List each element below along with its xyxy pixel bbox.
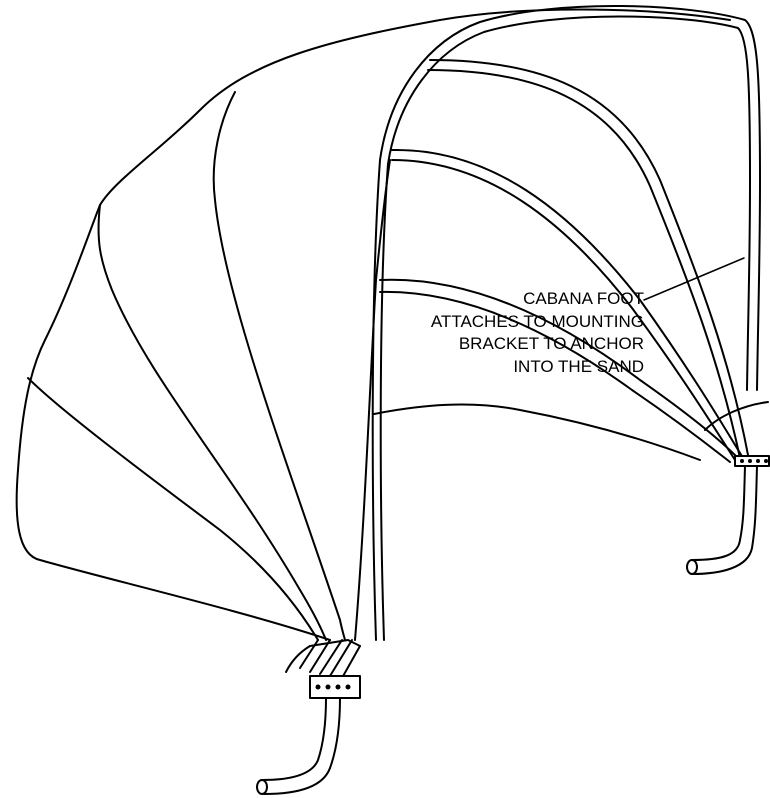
front-arch-inner: [379, 15, 751, 641]
back-bracket-fabric-arc: [704, 401, 769, 431]
inner-arch-2-inner: [391, 159, 736, 461]
inner-arch-2-outer: [391, 148, 744, 459]
left-cabana-foot: [261, 697, 341, 795]
inner-arch-3-outer: [379, 278, 739, 459]
canopy-mid-edge: [354, 159, 391, 641]
left-foot-end: [256, 779, 268, 795]
left-bracket-holes: [315, 684, 351, 690]
left-mounting-bracket: [309, 675, 361, 699]
callout-line-3: BRACKET TO ANCHOR: [458, 334, 644, 353]
canopy-fold-2: [97, 204, 327, 641]
callout-leader-line: [643, 257, 745, 301]
inner-arch-3-inner: [379, 290, 731, 463]
canopy-back-bottom-edge: [373, 403, 701, 461]
callout-line-4: INTO THE SAND: [513, 356, 644, 376]
right-foot-end: [686, 559, 698, 575]
canopy-fold-3: [212, 91, 346, 641]
right-cabana-foot: [691, 465, 758, 575]
callout-label: CABANA FOOT ATTACHES TO MOUNTING BRACKET…: [314, 288, 644, 378]
left-frame-tubes: [299, 639, 361, 679]
inner-arch-1-outer: [429, 59, 749, 456]
callout-line-2: ATTACHES TO MOUNTING: [430, 311, 644, 331]
right-bracket-holes: [740, 459, 768, 463]
callout-line-1: CABANA FOOT: [523, 289, 644, 308]
canopy-fold-1: [27, 377, 319, 641]
canopy-outer-edge: [15, 8, 731, 641]
inner-arch-1-inner: [427, 69, 741, 459]
left-bracket-flap: [285, 639, 361, 673]
